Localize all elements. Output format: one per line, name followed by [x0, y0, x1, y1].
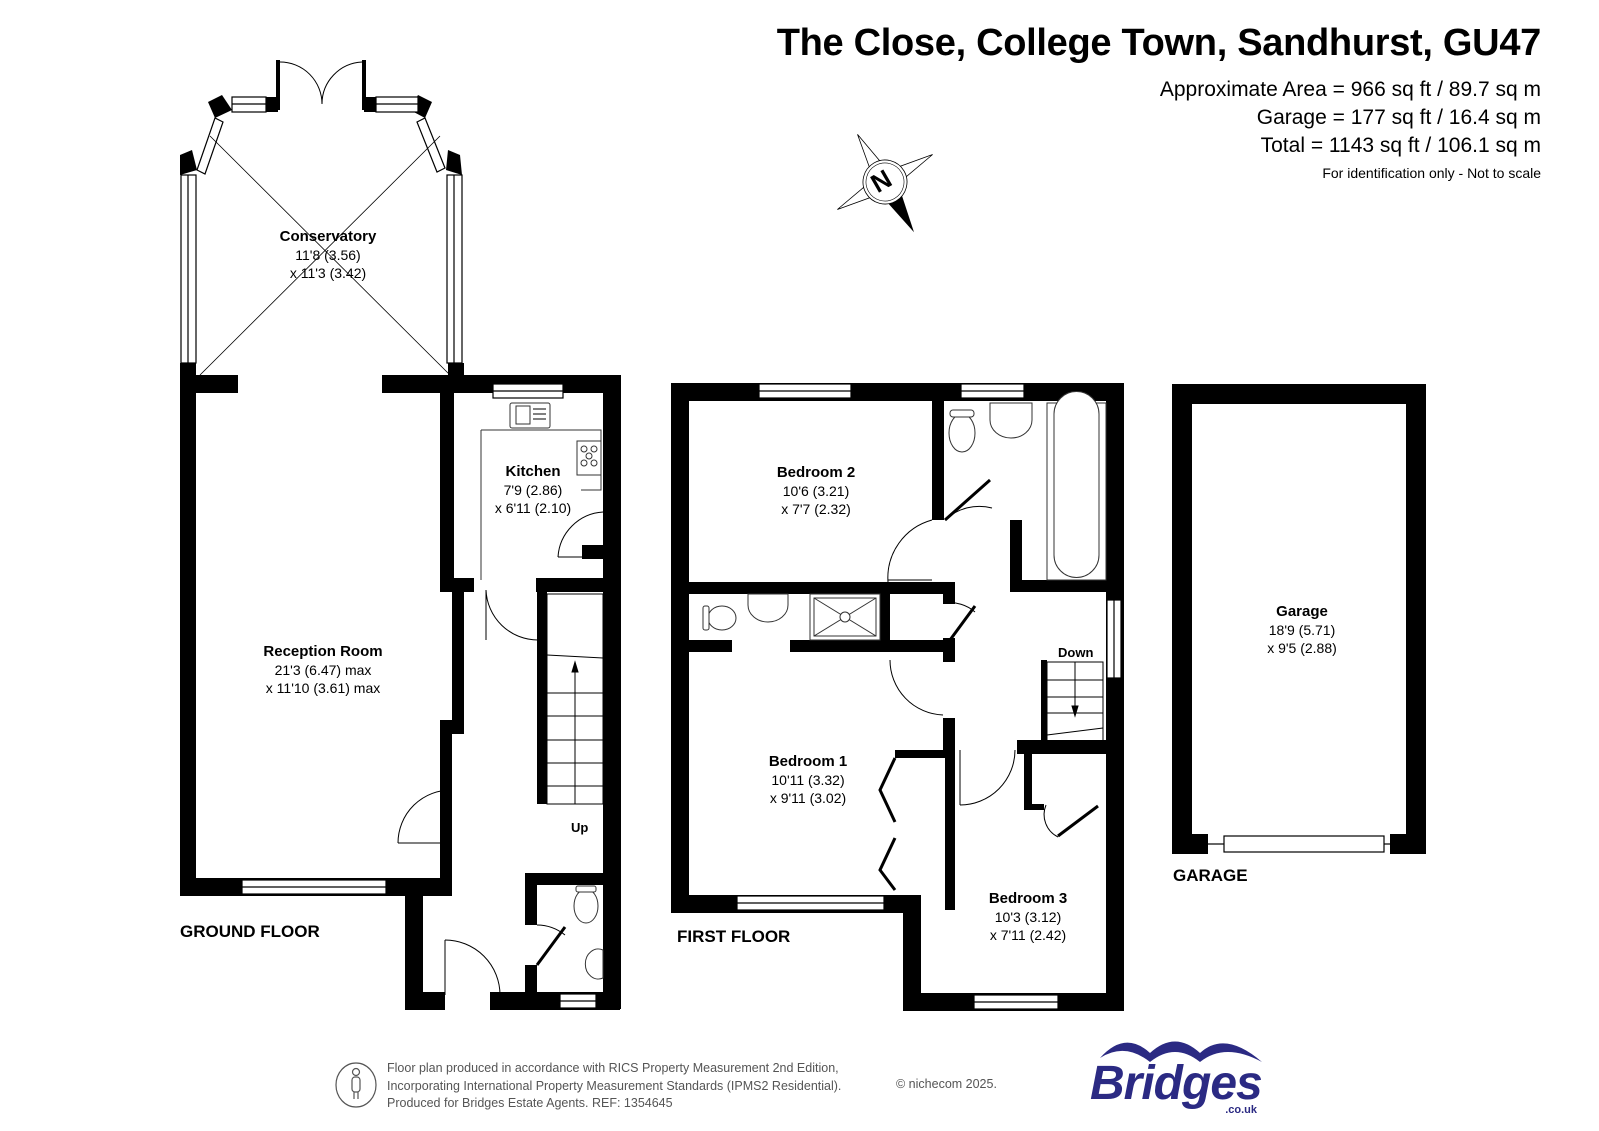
scale-disclaimer: For identification only - Not to scale	[1322, 165, 1541, 181]
room-name: Reception Room	[263, 643, 383, 660]
room-dimension-length: 10'11 (3.32)	[771, 772, 845, 788]
room-dimension-length: 7'9 (2.86)	[503, 482, 563, 498]
room-reception: Reception Room 21'3 (6.47) max x 11'10 (…	[263, 643, 382, 697]
approximate-area: Approximate Area = 966 sq ft / 89.7 sq m	[1159, 78, 1541, 101]
room-dimension-length: 21'3 (6.47) max	[274, 662, 372, 678]
room-name: Conservatory	[279, 228, 377, 245]
room-name: Bedroom 2	[776, 464, 856, 481]
room-dimension-width: x 6'11 (2.10)	[494, 500, 572, 516]
ground-floor-label: GROUND FLOOR	[180, 922, 320, 941]
room-dimension-length: 10'6 (3.21)	[782, 483, 850, 499]
logo-domain: .co.uk	[1225, 1104, 1257, 1116]
room-dimension-width: x 9'11 (3.02)	[769, 790, 847, 806]
logo-wordmark: Bridges	[1090, 1057, 1263, 1110]
room-dimension-width: x 9'5 (2.88)	[1267, 640, 1337, 656]
room-kitchen: Kitchen 7'9 (2.86) x 6'11 (2.10)	[495, 463, 571, 517]
room-name: Bedroom 1	[768, 753, 848, 770]
room-name: Kitchen	[505, 463, 561, 480]
compass-rose-icon	[837, 134, 933, 233]
staircases	[546, 593, 1104, 805]
copyright: © nichecom 2025.	[896, 1077, 997, 1091]
room-dimension-width: x 7'7 (2.32)	[781, 501, 851, 517]
bridges-logo: Bridges .co.uk	[1088, 1042, 1263, 1116]
footer-line: Produced for Bridges Estate Agents. REF:…	[387, 1096, 673, 1110]
stairs-down-label: Down	[1058, 645, 1094, 660]
footer-line: Floor plan produced in accordance with R…	[387, 1061, 839, 1075]
bridges-logo-arcs	[1100, 1041, 1262, 1062]
room-name: Bedroom 3	[988, 890, 1068, 907]
garage-area: Garage = 177 sq ft / 16.4 sq m	[1256, 106, 1541, 129]
total-area: Total = 1143 sq ft / 106.1 sq m	[1260, 134, 1541, 157]
room-dimension-length: 10'3 (3.12)	[994, 909, 1062, 925]
room-name: Garage	[1276, 603, 1328, 620]
room-bedroom-1: Bedroom 1 10'11 (3.32) x 9'11 (3.02)	[769, 753, 847, 807]
footer-notes: Floor plan produced in accordance with R…	[387, 1060, 841, 1113]
door-swings	[279, 61, 1099, 996]
room-dimension-width: x 7'11 (2.42)	[989, 927, 1067, 943]
room-bedroom-2: Bedroom 2 10'6 (3.21) x 7'7 (2.32)	[777, 464, 855, 518]
fixtures	[480, 391, 1107, 980]
garage-walls	[1172, 384, 1426, 854]
room-conservatory: Conservatory 11'8 (3.56) x 11'3 (3.42)	[280, 228, 377, 282]
room-dimension-length: 11'8 (3.56)	[295, 247, 361, 263]
room-bedroom-3: Bedroom 3 10'3 (3.12) x 7'11 (2.42)	[989, 890, 1067, 944]
conservatory-diagonals	[199, 135, 451, 376]
room-garage: Garage 18'9 (5.71) x 9'5 (2.88)	[1267, 603, 1337, 657]
garage-label: GARAGE	[1173, 866, 1248, 885]
property-title: The Close, College Town, Sandhurst, GU47	[776, 22, 1542, 64]
ground-floor-walls	[180, 60, 621, 1010]
person-in-oval-icon	[335, 1062, 377, 1108]
first-floor-label: FIRST FLOOR	[677, 927, 791, 946]
windows	[180, 96, 1390, 1010]
stairs-up-label: Up	[571, 820, 589, 835]
room-dimension-width: x 11'3 (3.42)	[289, 265, 367, 281]
room-dimension-width: x 11'10 (3.61) max	[265, 680, 381, 696]
room-dimension-length: 18'9 (5.71)	[1268, 622, 1336, 638]
footer-line: Incorporating International Property Mea…	[387, 1078, 842, 1093]
